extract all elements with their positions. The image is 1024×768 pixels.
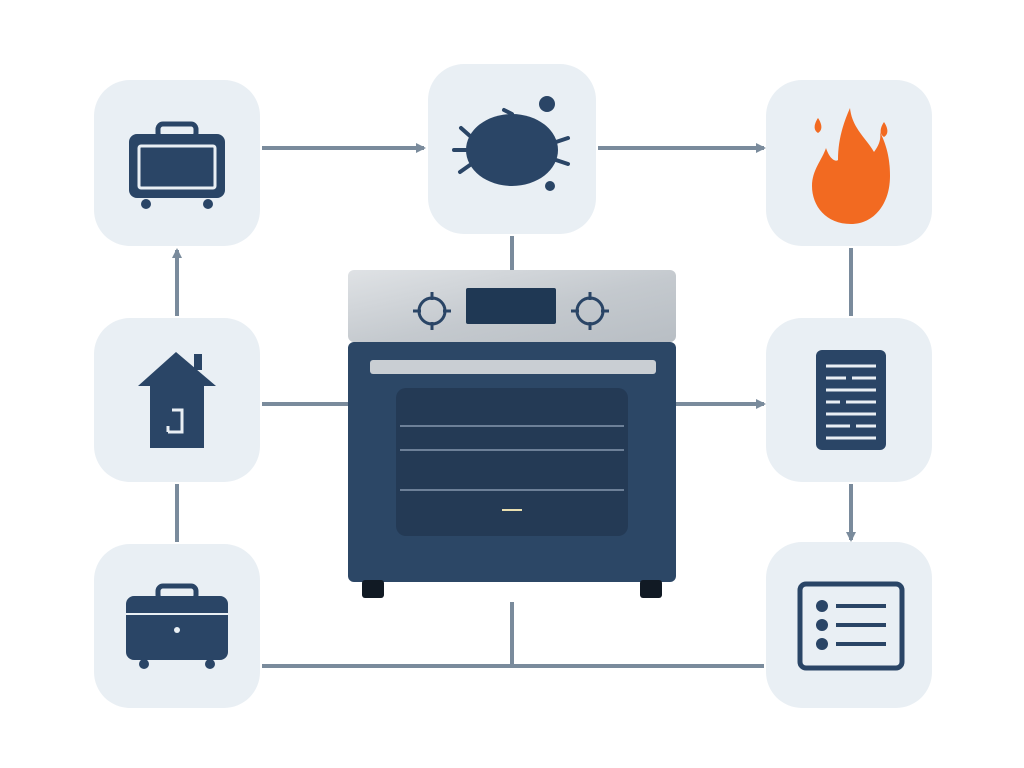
document-list-icon xyxy=(816,350,886,450)
oven-icon xyxy=(348,270,676,598)
suitcase-icon xyxy=(126,583,228,669)
flame-icon xyxy=(812,108,890,224)
oven-knob-left-icon xyxy=(413,292,451,330)
oven-display xyxy=(466,288,556,324)
oven-foot-left xyxy=(362,580,384,598)
oven-handle xyxy=(370,360,656,374)
oven-foot-right xyxy=(640,580,662,598)
house-icon xyxy=(138,352,216,448)
checklist-icon xyxy=(797,581,905,671)
spill-splatter-icon xyxy=(452,96,570,191)
oven-window xyxy=(396,388,628,536)
connectors xyxy=(172,143,856,668)
oven-knob-right-icon xyxy=(571,292,609,330)
suitcase-icon xyxy=(129,121,225,209)
